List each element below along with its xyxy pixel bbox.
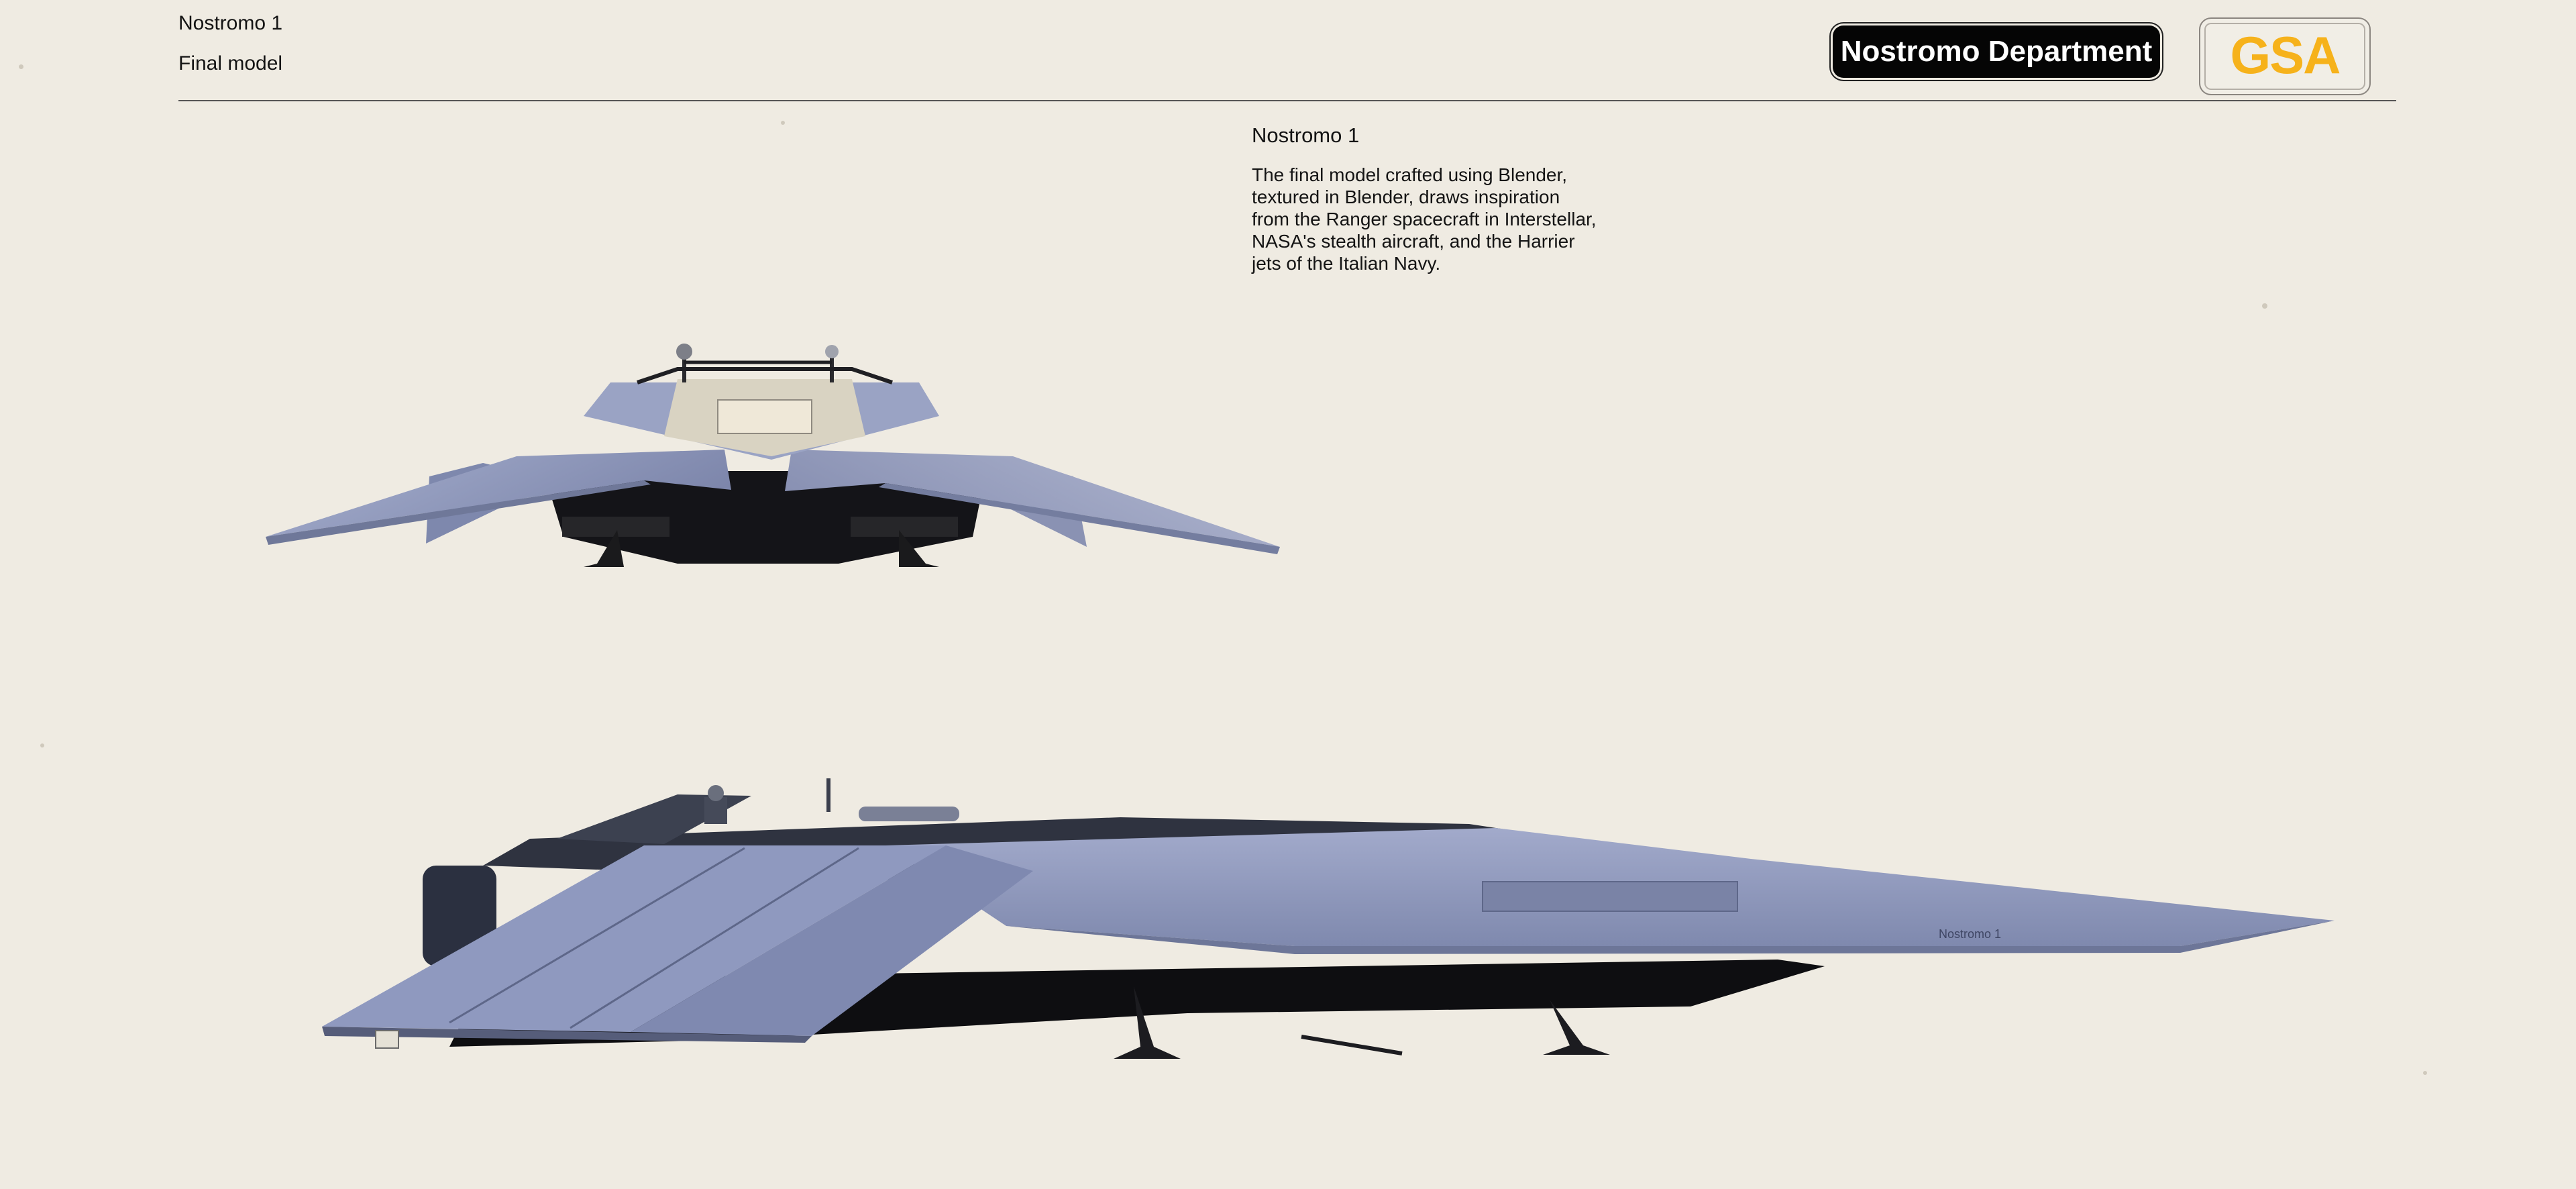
description-title: Nostromo 1 [1252,123,1360,147]
department-badge: Nostromo Department [1833,25,2160,78]
ship-front-view [266,344,1280,567]
page-subtitle: Final model [178,52,283,74]
header-divider [178,100,2396,101]
paper-speck [2262,303,2267,309]
paper-speck [2423,1071,2427,1075]
hull-marking-text: Nostromo 1 [1939,927,2001,941]
paper-speck [40,743,44,747]
gsa-logo-text: GSA [2230,25,2340,85]
ship-side-view: Nostromo 1 [322,778,2334,1059]
gsa-logo-icon: GSA [2199,17,2371,95]
paper-speck [781,121,785,125]
description-body: The final model crafted using Blender, t… [1252,164,1597,274]
page-title: Nostromo 1 [178,12,283,34]
paper-speck [19,64,23,69]
department-badge-label: Nostromo Department [1840,35,2153,68]
